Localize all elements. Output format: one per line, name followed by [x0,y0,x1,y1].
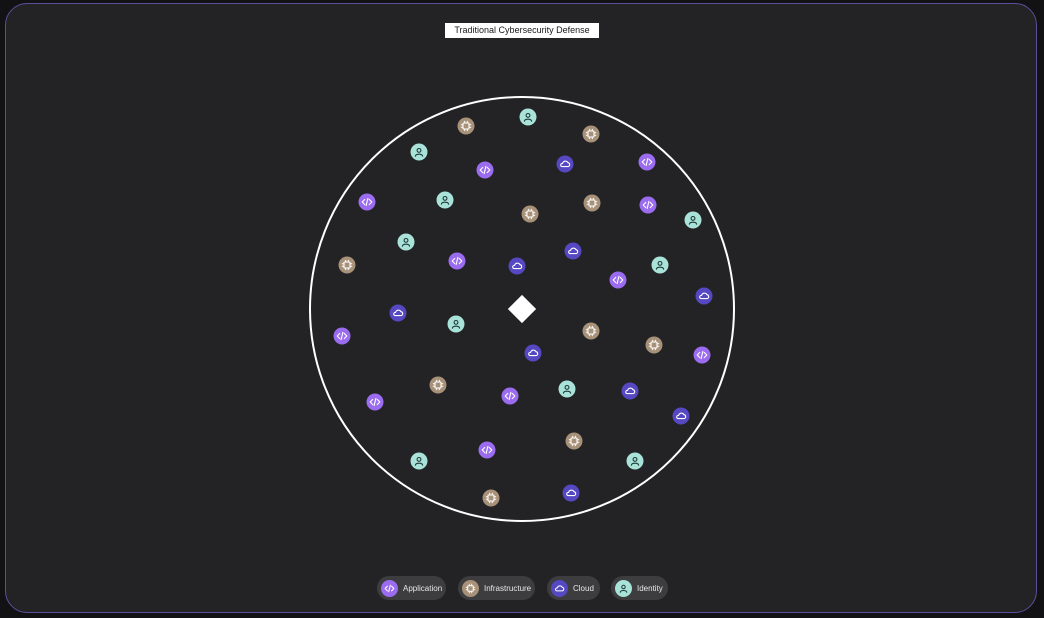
legend-label-infrastructure: Infrastructure [484,583,532,593]
infrastructure-node [582,125,600,143]
legend-cloud: Cloud [547,576,600,600]
identity-node [626,452,644,470]
core-diamond-icon [507,294,537,324]
asset-nodes [333,108,713,507]
cloud-node [556,155,574,173]
chip-icon [585,128,597,140]
application-node [478,441,496,459]
chip-icon [523,112,533,122]
cloud-node [672,407,690,425]
identity-node [410,143,428,161]
chip-icon [440,195,450,205]
chip-icon [414,456,424,466]
application-node [333,327,351,345]
chip-icon [585,325,597,337]
cloud-node [524,344,542,362]
application-node [501,387,519,405]
identity-node [519,108,537,126]
identity-node [410,452,428,470]
application-node [476,161,494,179]
infrastructure-node [565,432,583,450]
cloud-icon [699,292,710,300]
application-node [638,153,656,171]
code-icon [479,165,491,175]
cloud-node [621,382,639,400]
cloud-node [389,304,407,322]
cloud-icon [676,412,687,420]
code-icon [612,275,624,285]
application-node [609,271,627,289]
cloud-icon [625,387,636,395]
chip-icon [460,120,472,132]
legend-label-application: Application [403,583,443,593]
cloud-icon [568,247,579,255]
chip-icon [451,319,461,329]
infrastructure-node [582,322,600,340]
legend-identity: Identity [611,576,668,600]
application-node [366,393,384,411]
cloud-icon [528,349,539,357]
infrastructure-node [338,256,356,274]
chip-icon [630,456,640,466]
diagram-title: Traditional Cybersecurity Defense [445,23,599,38]
code-icon [696,350,708,360]
application-node [358,193,376,211]
identity-node [558,380,576,398]
chip-icon [462,579,479,597]
legend-label-cloud: Cloud [573,583,594,593]
chip-icon [568,435,580,447]
code-icon [381,579,398,597]
infrastructure-node [457,117,475,135]
cloud-node [508,257,526,275]
infrastructure-node [645,336,663,354]
code-icon [336,331,348,341]
cloud-node [562,484,580,502]
application-node [639,196,657,214]
infrastructure-node [429,376,447,394]
cloud-icon [551,579,568,597]
legend-application: Application [377,576,446,600]
legend-label-identity: Identity [637,583,663,593]
identity-node [436,191,454,209]
code-icon [369,397,381,407]
identity-node [447,315,465,333]
identity-node [651,256,669,274]
user-icon [615,579,632,597]
infrastructure-node [482,489,500,507]
chip-icon [655,260,665,270]
infrastructure-node [583,194,601,212]
code-icon [451,256,463,266]
chip-icon [648,339,660,351]
identity-node [684,211,702,229]
code-icon [504,391,516,401]
code-icon [641,157,653,167]
cloud-icon [512,262,523,270]
chip-icon [414,147,424,157]
cloud-node [695,287,713,305]
identity-node [397,233,415,251]
application-node [448,252,466,270]
legend-infrastructure: Infrastructure [458,576,535,600]
code-icon [642,200,654,210]
application-node [693,346,711,364]
chip-icon [688,215,698,225]
code-icon [481,445,493,455]
chip-icon [341,259,353,271]
chip-icon [586,197,598,209]
chip-icon [562,384,572,394]
chip-icon [432,379,444,391]
cloud-node [564,242,582,260]
cloud-icon [393,309,404,317]
infrastructure-node [521,205,539,223]
cloud-icon [560,160,571,168]
cloud-icon [566,489,577,497]
chip-icon [524,208,536,220]
chip-icon [401,237,411,247]
code-icon [361,197,373,207]
chip-icon [485,492,497,504]
perimeter-circle [309,96,735,522]
